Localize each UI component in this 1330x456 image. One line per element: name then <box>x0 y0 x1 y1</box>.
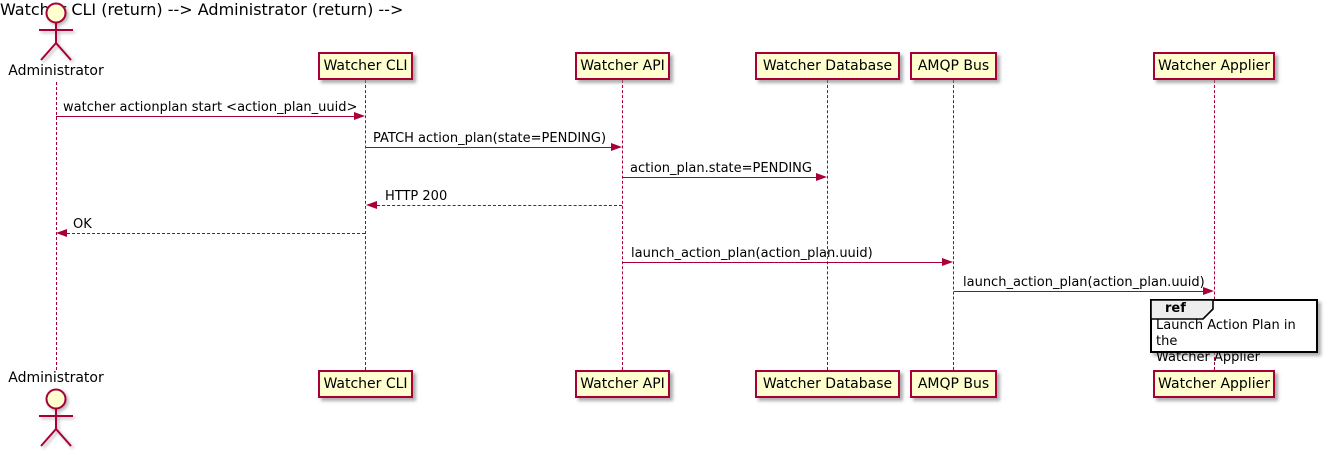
participant-watcher-cli-top: Watcher CLI <box>318 52 413 80</box>
message-label: launch_action_plan(action_plan.uuid) <box>631 246 873 261</box>
lifeline-watcher-applier <box>1214 80 1215 370</box>
actor-icon <box>39 388 73 447</box>
message-line <box>954 291 1203 292</box>
arrowhead-icon <box>366 200 377 209</box>
participant-watcher-api-bottom: Watcher API <box>575 370 670 398</box>
participant-watcher-database-top: Watcher Database <box>755 52 900 80</box>
arrowhead-icon <box>816 172 827 181</box>
actor-icon <box>39 2 73 61</box>
message-label: PATCH action_plan(state=PENDING) <box>373 131 607 146</box>
participant-watcher-applier-top: Watcher Applier <box>1153 52 1275 80</box>
lifeline-amqp-bus <box>953 80 954 370</box>
actor-label-bottom: Administrator <box>8 370 104 386</box>
participant-watcher-cli-bottom: Watcher CLI <box>318 370 413 398</box>
lifeline-watcher-database <box>827 80 828 370</box>
arrowhead-icon <box>56 228 67 237</box>
arrowhead-icon <box>611 142 622 151</box>
message-line <box>623 177 816 178</box>
arrowhead-icon <box>942 257 953 266</box>
arrowhead-icon <box>1203 286 1214 295</box>
lifeline-watcher-cli <box>365 80 366 370</box>
lifeline-administrator <box>56 82 57 370</box>
participant-watcher-api-top: Watcher API <box>575 52 670 80</box>
message-label: launch_action_plan(action_plan.uuid) <box>963 275 1205 290</box>
message-label: OK <box>73 217 92 232</box>
message-label: watcher actionplan start <action_plan_uu… <box>63 100 358 115</box>
participant-amqp-bus-bottom: AMQP Bus <box>910 370 997 398</box>
message-label: HTTP 200 <box>385 189 448 204</box>
ref-text-line2: Watcher Applier <box>1156 350 1260 365</box>
ref-text-line1: Launch Action Plan in the <box>1156 318 1296 349</box>
participant-watcher-database-bottom: Watcher Database <box>755 370 900 398</box>
message-line <box>623 262 942 263</box>
ref-keyword: ref <box>1165 301 1186 316</box>
message-label: action_plan.state=PENDING <box>630 161 812 176</box>
arrowhead-icon <box>354 111 365 120</box>
message-line <box>366 147 611 148</box>
message-line <box>377 205 622 206</box>
ref-tag-icon <box>1150 299 1214 320</box>
ref-text: Launch Action Plan in the Watcher Applie… <box>1156 318 1314 366</box>
message-line <box>56 116 355 117</box>
participant-amqp-bus-top: AMQP Bus <box>910 52 997 80</box>
actor-label-top: Administrator <box>8 63 104 79</box>
participant-watcher-applier-bottom: Watcher Applier <box>1153 370 1275 398</box>
message-line <box>67 233 365 234</box>
lifeline-watcher-api <box>622 80 623 370</box>
ref-fragment: ref Launch Action Plan in the Watcher Ap… <box>1150 299 1318 365</box>
